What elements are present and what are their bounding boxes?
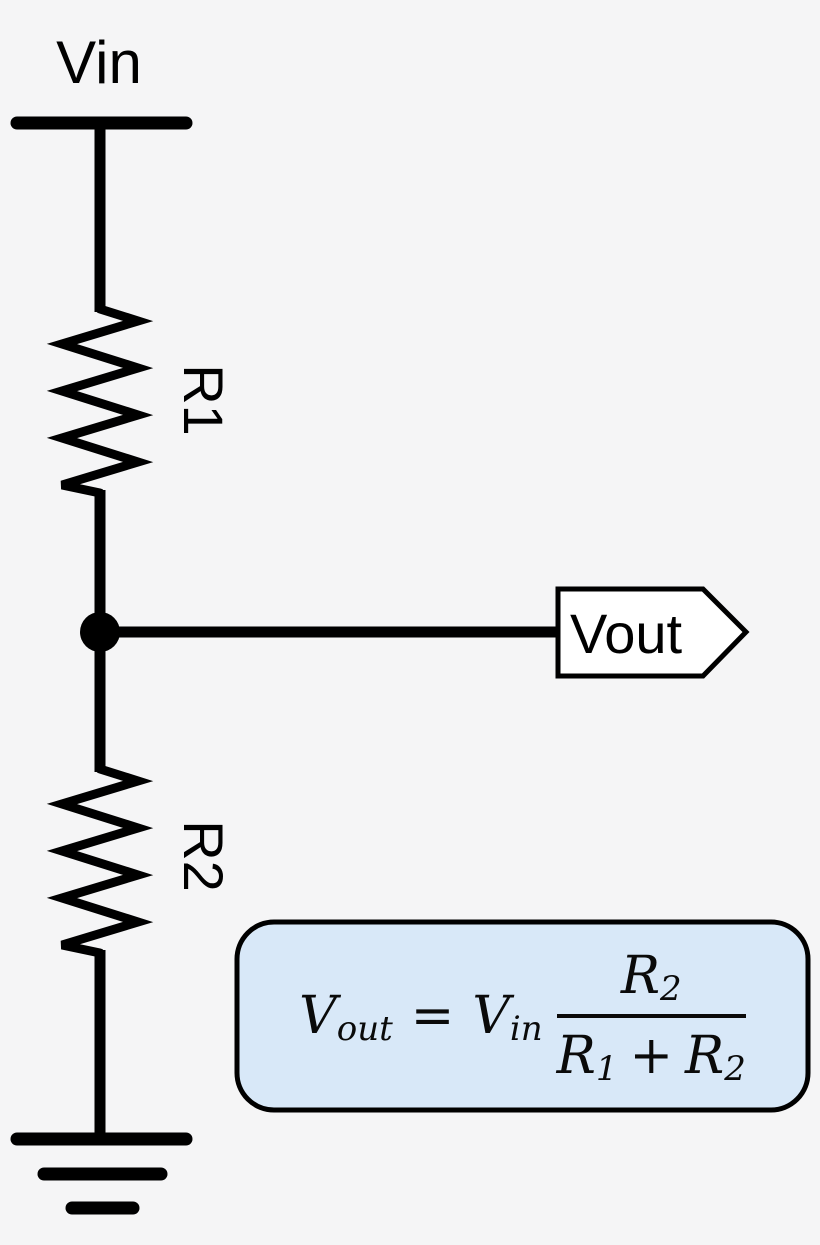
resistor-r1-symbol bbox=[46, 304, 154, 498]
r1-label: R1 bbox=[172, 364, 235, 436]
formula-vin-term: Vin bbox=[472, 986, 543, 1050]
vout-label: Vout bbox=[569, 602, 683, 665]
voltage-divider-formula: Vout = Vin R2 R1+R2 bbox=[237, 922, 808, 1110]
ground-symbol-icon bbox=[10, 1132, 193, 1215]
vout-flag-shape bbox=[555, 586, 750, 679]
formula-plus-sign: + bbox=[629, 1026, 674, 1086]
vin-label: Vin bbox=[56, 29, 142, 96]
formula-equals-sign: = bbox=[410, 986, 455, 1046]
junction-node-dot bbox=[80, 612, 120, 652]
formula-numerator: R2 bbox=[556, 946, 746, 1018]
formula-fraction: R2 R1+R2 bbox=[556, 946, 746, 1090]
formula-box bbox=[234, 919, 811, 1113]
formula-denominator: R1+R2 bbox=[556, 1026, 746, 1090]
formula-vout-term: Vout bbox=[299, 986, 393, 1050]
r2-label: R2 bbox=[172, 820, 235, 892]
resistor-r2-symbol bbox=[46, 764, 154, 958]
